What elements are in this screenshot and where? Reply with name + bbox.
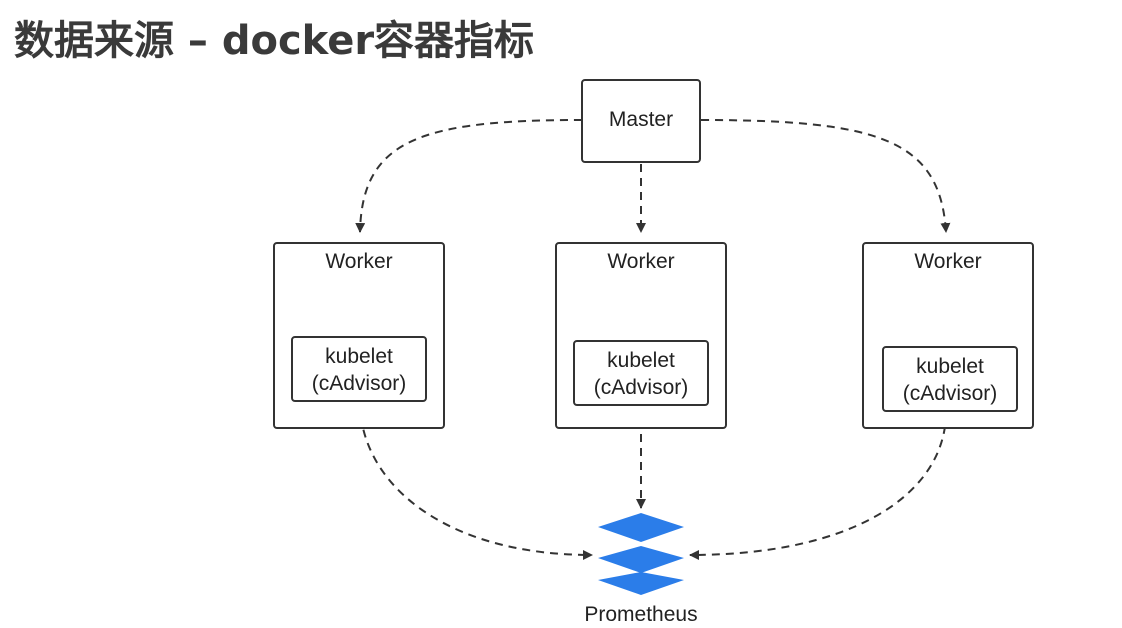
worker-label: Worker xyxy=(325,250,392,273)
cadvisor-label: (cAdvisor) xyxy=(594,376,689,399)
prometheus-layer-bottom xyxy=(598,572,684,595)
kubelet-box xyxy=(882,346,1018,412)
master-node: Master xyxy=(581,79,701,163)
kubelet-box xyxy=(573,340,709,406)
kubelet-box xyxy=(291,336,427,402)
worker-label: Worker xyxy=(607,250,674,273)
worker-label: Worker xyxy=(914,250,981,273)
edge-worker-1-prometheus xyxy=(359,401,593,560)
page-title: 数据来源 – docker容器指标 xyxy=(14,18,535,64)
cadvisor-label: (cAdvisor) xyxy=(903,382,998,405)
worker-node-1: Worker kubelet (cAdvisor) xyxy=(273,242,445,429)
worker-node-3: Worker kubelet (cAdvisor) xyxy=(862,242,1034,429)
worker-node-2: Worker kubelet (cAdvisor) xyxy=(555,242,727,429)
kubelet-label: kubelet xyxy=(916,355,984,378)
edge-master-worker-3 xyxy=(700,119,951,233)
edge-master-worker-1 xyxy=(355,119,583,233)
kubelet-label: kubelet xyxy=(325,345,393,368)
kubelet-label: kubelet xyxy=(607,349,675,372)
prometheus-layers-icon xyxy=(598,513,684,595)
edge-worker-3-prometheus xyxy=(689,411,947,560)
cadvisor-label: (cAdvisor) xyxy=(312,372,407,395)
prometheus-layer-top xyxy=(598,513,684,542)
prometheus-label: Prometheus xyxy=(584,603,697,626)
prometheus-layer-middle xyxy=(598,546,684,573)
master-label: Master xyxy=(609,108,673,131)
